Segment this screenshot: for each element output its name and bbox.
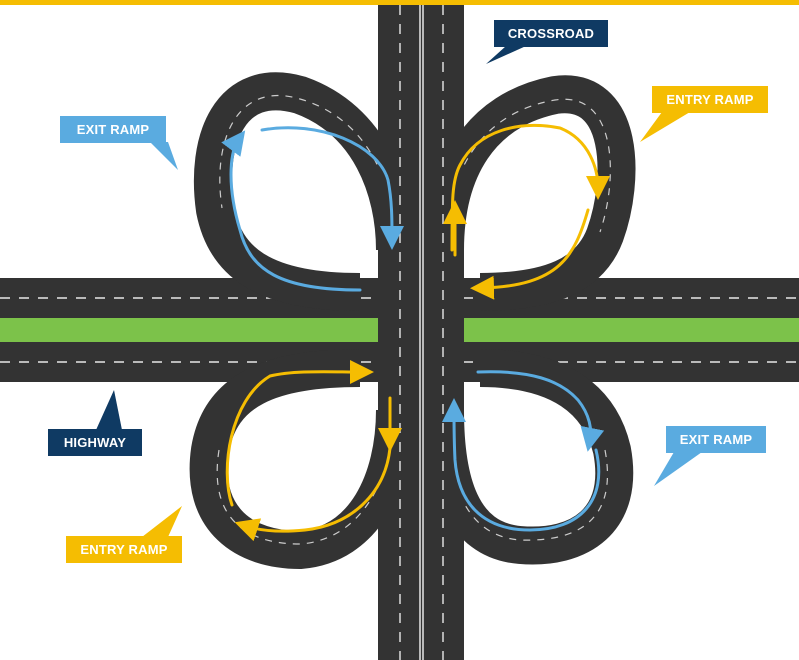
exit-arrow-bottom-right-loop [442, 398, 601, 532]
callout-exit-ramp-top-left: EXIT RAMP [60, 116, 178, 170]
exit-arrow-bottom-right-right [476, 370, 605, 452]
exit-ramp-top-left-label: EXIT RAMP [77, 122, 150, 137]
exit-arrow-top-left-descend [260, 126, 404, 250]
entry-arrow-top-right-up [450, 123, 610, 252]
callout-exit-ramp-bottom-right: EXIT RAMP [654, 426, 766, 486]
loop-ramp-bottom-right [426, 349, 634, 565]
loop-ramp-top-left [193, 72, 414, 311]
callout-entry-ramp-bottom-left: ENTRY RAMP [66, 506, 182, 563]
entry-ramp-bottom-left-label: ENTRY RAMP [80, 542, 167, 557]
highway-label: HIGHWAY [64, 435, 126, 450]
top-accent-bar [0, 0, 799, 5]
entry-ramp-top-right-label: ENTRY RAMP [666, 92, 753, 107]
crossroad-road [378, 5, 464, 660]
callout-highway: HIGHWAY [48, 390, 142, 456]
entry-arrow-bottom-left-right [225, 359, 374, 507]
callout-crossroad: CROSSROAD [486, 20, 608, 64]
exit-ramp-bottom-right-label: EXIT RAMP [680, 432, 753, 447]
highway-median [0, 318, 380, 342]
callout-entry-ramp-top-right: ENTRY RAMP [640, 86, 768, 142]
loop-ramp-bottom-left [189, 349, 414, 569]
exit-arrow-top-left-loop [221, 130, 362, 292]
crossroad-label: CROSSROAD [508, 26, 594, 41]
entry-arrow-top-right-return [470, 208, 590, 300]
entry-arrow-bottom-left-loop [234, 446, 392, 542]
